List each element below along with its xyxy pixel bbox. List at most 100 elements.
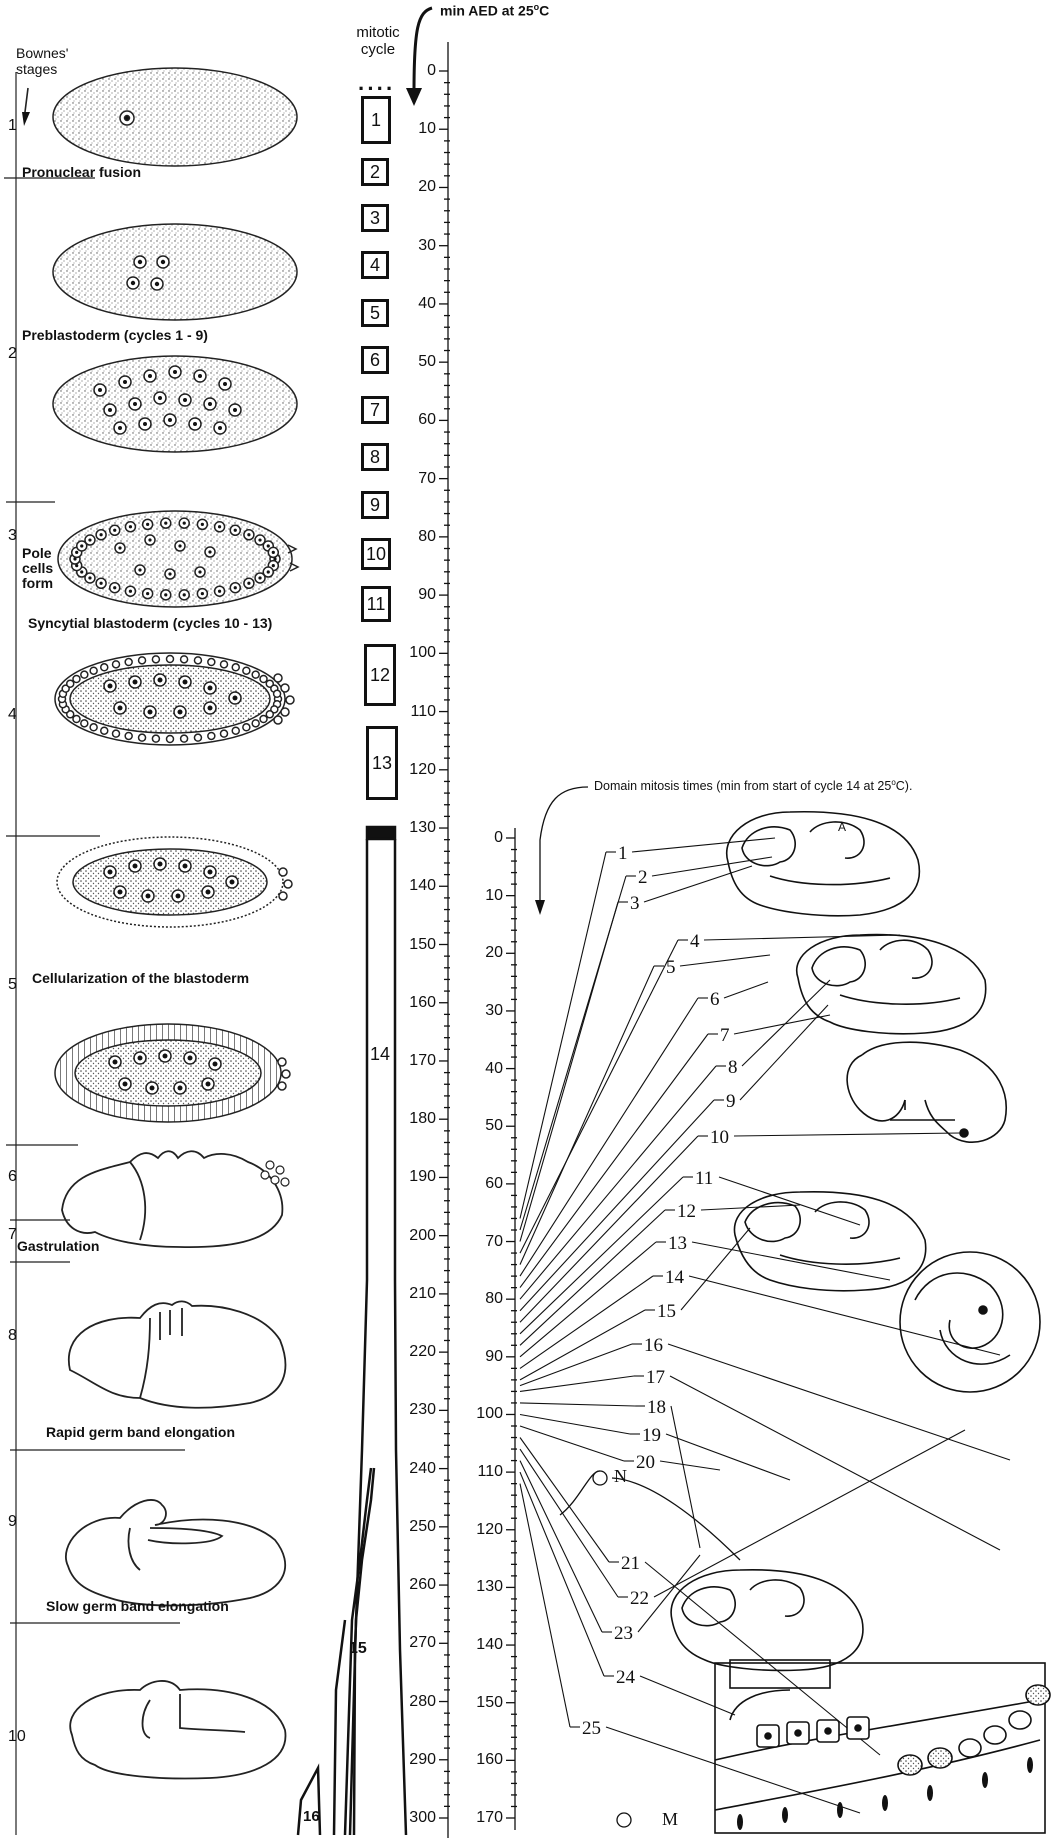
aed-axis-label: 0 <box>427 62 436 80</box>
domain-axis-label: 90 <box>485 1348 503 1366</box>
nucleus <box>73 716 80 723</box>
nucleus-center <box>247 533 250 536</box>
nucleus-center <box>148 538 151 541</box>
domain-target-line <box>719 1177 860 1225</box>
cycle-box-12: 12 <box>364 644 396 706</box>
aed-axis-label: 40 <box>418 295 436 313</box>
embryo-preblastoderm-late <box>53 356 297 452</box>
nucleus-center <box>146 592 149 595</box>
nucleus-center <box>218 525 221 528</box>
nucleus-center <box>178 544 181 547</box>
nucleus <box>278 1082 286 1090</box>
nucleus-center <box>168 572 171 575</box>
nucleus-center <box>123 1082 128 1087</box>
domain-label: 5 <box>666 957 676 979</box>
domain-axis-label: 30 <box>485 1002 503 1020</box>
domain-axis-label: 170 <box>476 1809 503 1827</box>
domain-label: 6 <box>710 989 720 1011</box>
domain-axis-title-text: Domain mitosis times (min from start of … <box>594 779 891 793</box>
domain-target-line <box>681 1228 750 1310</box>
nucleus-center <box>223 382 227 386</box>
nucleus <box>284 880 292 888</box>
time-axis-domains <box>506 828 517 1830</box>
domain-target-line <box>734 1133 960 1136</box>
stage-number: 2 <box>8 345 17 363</box>
aed-axis-label: 80 <box>418 528 436 546</box>
domain-leader-line <box>520 1066 716 1299</box>
domain-label: 11 <box>695 1168 713 1190</box>
nucleus-center <box>208 706 213 711</box>
stage-number: 9 <box>8 1513 17 1531</box>
nucleus-center <box>150 1086 155 1091</box>
stage-number: 8 <box>8 1327 17 1345</box>
nucleus-center <box>183 593 186 596</box>
nucleus <box>243 667 250 674</box>
domain-target-line <box>632 838 775 852</box>
nucleus-center <box>129 525 132 528</box>
time-axis-aed <box>439 42 450 1838</box>
nucleus <box>221 730 228 737</box>
nucleus <box>90 724 97 731</box>
schematic-embryo-2 <box>797 935 986 1034</box>
cycle-box-9: 9 <box>361 491 389 519</box>
nucleus-center <box>206 1082 211 1087</box>
aed-axis-label: 20 <box>418 178 436 196</box>
aed-header-unit: C <box>539 3 549 19</box>
nucleus-center <box>113 529 116 532</box>
nucleus-center <box>80 570 83 573</box>
domain-leader-line <box>520 1426 624 1461</box>
nucleus-center <box>272 564 275 567</box>
cycle-box-4: 4 <box>361 251 389 279</box>
nucleus <box>81 671 88 678</box>
nucleus-center <box>201 592 204 595</box>
nucleus-center <box>158 396 162 400</box>
nucleus <box>232 664 239 671</box>
aed-axis-label: 180 <box>409 1110 436 1128</box>
aed-axis-label: 120 <box>409 761 436 779</box>
domain-label: 1 <box>618 843 628 865</box>
domain-axis-label: 150 <box>476 1694 503 1712</box>
domain-axis-label: 60 <box>485 1175 503 1193</box>
domain-axis-label: 10 <box>485 887 503 905</box>
nucleus <box>208 659 215 666</box>
schematic-embryo-6 <box>671 1570 863 1688</box>
aed-axis-label: 150 <box>409 936 436 954</box>
aed-axis-label: 130 <box>409 819 436 837</box>
domain-target-line <box>740 1005 828 1100</box>
nucleus-center <box>164 522 167 525</box>
aed-axis-label: 210 <box>409 1285 436 1303</box>
stage-number: 4 <box>8 706 17 724</box>
nucleus-center <box>258 538 261 541</box>
nucleus-center <box>108 408 112 412</box>
domain-axis-label: 160 <box>476 1751 503 1769</box>
domain-label: 15 <box>657 1301 676 1323</box>
domain-target-line <box>701 1205 800 1210</box>
schematic-embryo-5 <box>900 1252 1040 1392</box>
nucleus-center <box>118 890 123 895</box>
nucleus <box>101 664 108 671</box>
nucleus-center <box>178 710 183 715</box>
nucleus <box>167 736 174 743</box>
aed-axis-label: 260 <box>409 1576 436 1594</box>
nucleus <box>181 735 188 742</box>
aed-axis-label: 70 <box>418 470 436 488</box>
nucleus-center <box>183 522 186 525</box>
cycle-box-11: 11 <box>361 586 391 622</box>
domain-leader-line <box>520 1136 698 1322</box>
nucleus-center <box>133 402 137 406</box>
cycle-box-8: 8 <box>361 443 389 471</box>
nucleus-center <box>176 894 181 899</box>
nucleus <box>90 667 97 674</box>
aed-axis-label: 200 <box>409 1227 436 1245</box>
caption-cellularization: Cellularization of the blastoderm <box>32 970 249 986</box>
domain-label: 18 <box>647 1397 666 1419</box>
nucleus <box>276 1166 284 1174</box>
nucleus-center <box>272 551 275 554</box>
domain-target-line <box>652 857 772 876</box>
domain-target-line <box>670 1376 1000 1550</box>
domain-target-line <box>689 1276 1000 1355</box>
nucleus <box>274 690 281 697</box>
nucleus-center <box>201 523 204 526</box>
domain-leader-line <box>520 1344 632 1386</box>
